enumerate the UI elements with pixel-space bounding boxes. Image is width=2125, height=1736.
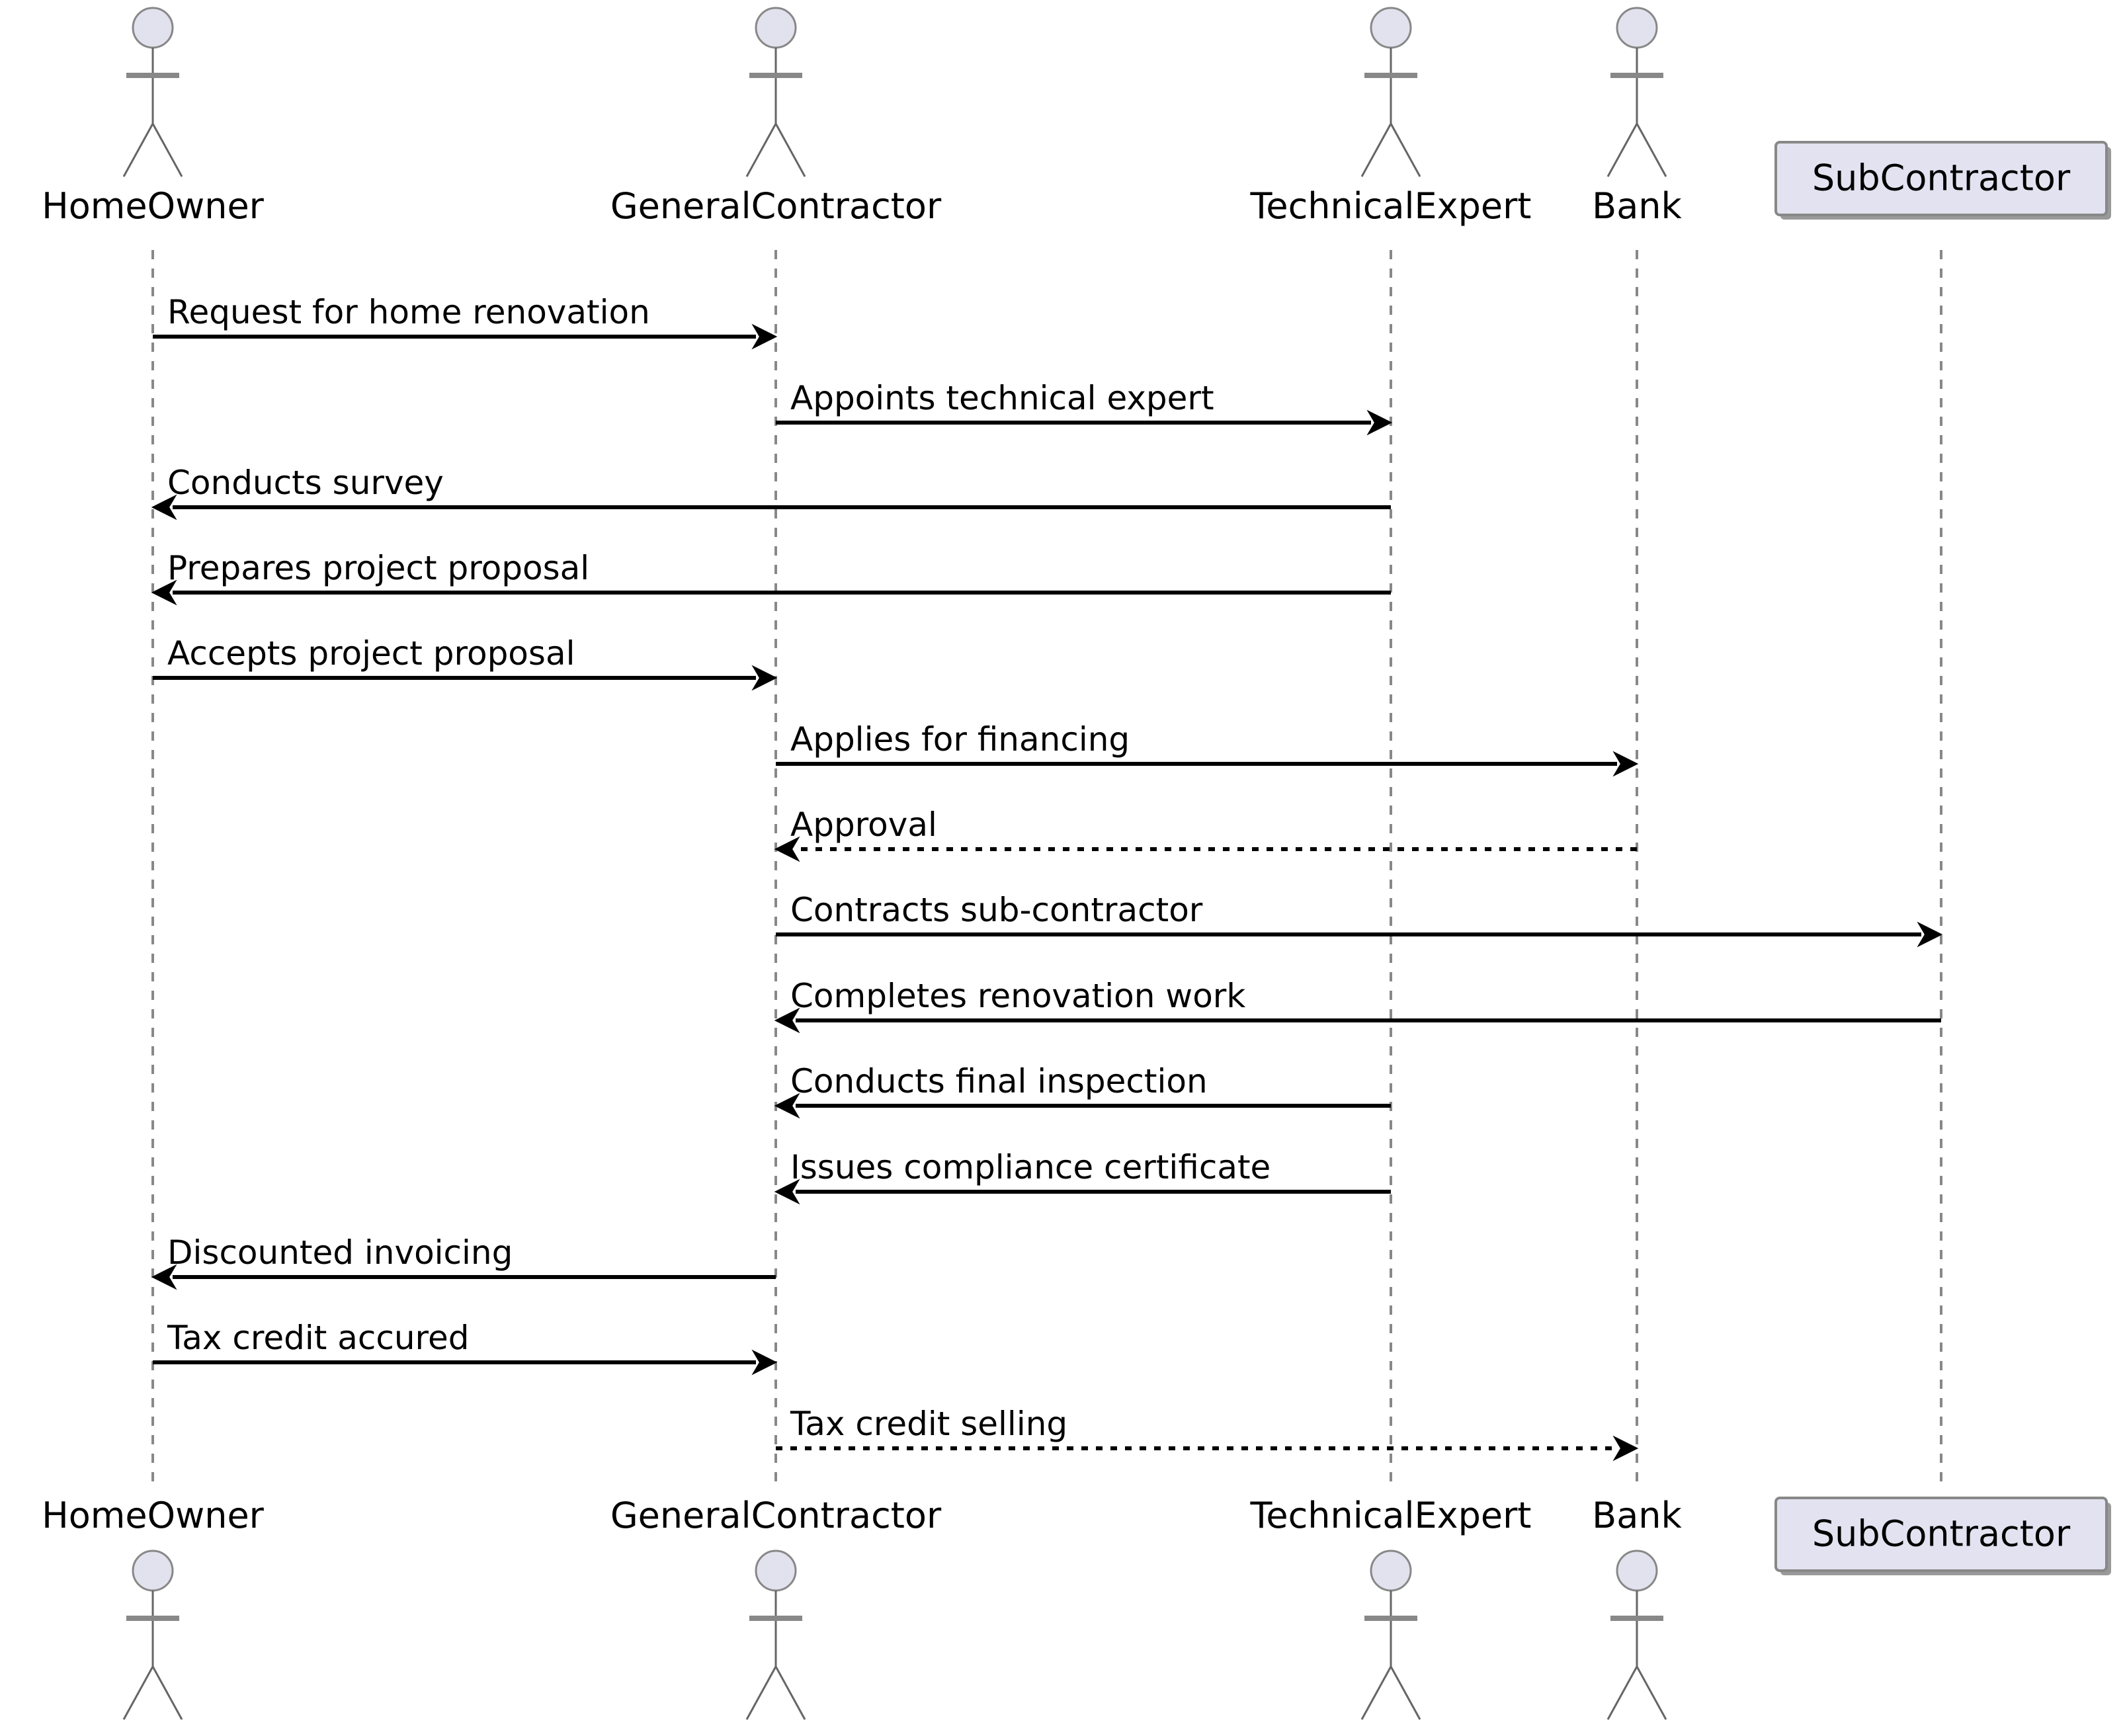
actor-leg-right-icon xyxy=(774,1666,806,1720)
message-4[interactable]: Prepares project proposal xyxy=(151,549,1391,606)
actor-leg-left-icon xyxy=(122,1666,154,1720)
actors-bottom-layer: HomeOwner GeneralContractor TechnicalExper… xyxy=(42,1495,2111,1720)
actor-bottom-homeowner[interactable] xyxy=(122,1550,183,1720)
actor-leg-right-icon xyxy=(1636,123,1667,177)
actor-top-generalcontractor[interactable] xyxy=(745,7,806,177)
message-arrowhead-icon xyxy=(774,836,800,862)
message-arrowhead-icon xyxy=(151,1264,177,1290)
message-label: Approval xyxy=(790,806,937,844)
actor-bottom-label-bank: Bank xyxy=(1592,1495,1682,1536)
message-12[interactable]: Discounted invoicing xyxy=(151,1233,776,1290)
participant-bottom-subcontractor[interactable]: SubContractor xyxy=(1774,1497,2111,1575)
message-label: Discounted invoicing xyxy=(167,1233,513,1272)
message-6[interactable]: Applies for financing xyxy=(776,720,1639,777)
message-10[interactable]: Conducts final inspection xyxy=(774,1062,1391,1119)
message-label: Tax credit selling xyxy=(790,1405,1067,1443)
message-5[interactable]: Accepts project proposal xyxy=(153,634,778,691)
message-arrowhead-icon xyxy=(751,1349,778,1376)
message-label: Conducts survey xyxy=(167,464,444,502)
actor-leg-right-icon xyxy=(1390,1666,1421,1720)
actor-head-icon xyxy=(1370,7,1412,49)
message-arrowhead-icon xyxy=(151,579,177,606)
message-label: Appoints technical expert xyxy=(790,379,1214,417)
message-label: Completes renovation work xyxy=(790,977,1245,1015)
participant-label: SubContractor xyxy=(1812,157,2071,199)
participant-top-subcontractor[interactable]: SubContractor xyxy=(1774,141,2111,220)
message-8[interactable]: Contracts sub-contractor xyxy=(776,891,1943,948)
actor-leg-left-icon xyxy=(1606,1666,1638,1720)
actor-head-icon xyxy=(755,7,797,49)
message-arrowhead-icon xyxy=(1366,409,1393,436)
message-arrowhead-icon xyxy=(151,494,177,520)
message-label: Request for home renovation xyxy=(167,293,650,331)
actor-head-icon xyxy=(132,1550,174,1592)
actor-leg-left-icon xyxy=(1360,123,1392,177)
message-14[interactable]: Tax credit selling xyxy=(776,1405,1639,1462)
message-13[interactable]: Tax credit accured xyxy=(153,1319,778,1376)
actor-head-icon xyxy=(132,7,174,49)
actor-leg-left-icon xyxy=(1606,123,1638,177)
message-1[interactable]: Request for home renovation xyxy=(153,293,778,350)
actors-top-layer: HomeOwner GeneralContractor TechnicalExper… xyxy=(42,7,2111,227)
message-arrowhead-icon xyxy=(751,665,778,691)
message-arrowhead-icon xyxy=(1612,751,1639,777)
actor-top-homeowner[interactable] xyxy=(122,7,183,177)
message-7[interactable]: Approval xyxy=(774,806,1637,862)
actor-leg-left-icon xyxy=(1360,1666,1392,1720)
message-arrowhead-icon xyxy=(751,323,778,350)
actor-top-label-homeowner: HomeOwner xyxy=(42,185,265,227)
actor-leg-right-icon xyxy=(1636,1666,1667,1720)
message-2[interactable]: Appoints technical expert xyxy=(776,379,1393,436)
participant-box xyxy=(1774,141,2108,216)
message-arrowhead-icon xyxy=(1917,921,1943,948)
message-arrowhead-icon xyxy=(774,1007,800,1034)
message-11[interactable]: Issues compliance certificate xyxy=(774,1148,1391,1205)
actor-top-technicalexpert[interactable] xyxy=(1360,7,1421,177)
actor-bottom-label-generalcontractor: GeneralContractor xyxy=(610,1495,942,1536)
actor-head-icon xyxy=(1370,1550,1412,1592)
actor-head-icon xyxy=(755,1550,797,1592)
actor-bottom-label-homeowner: HomeOwner xyxy=(42,1495,265,1536)
actor-bottom-technicalexpert[interactable] xyxy=(1360,1550,1421,1720)
message-label: Conducts final inspection xyxy=(790,1062,1208,1100)
message-label: Accepts project proposal xyxy=(167,634,575,673)
message-label: Contracts sub-contractor xyxy=(790,891,1203,929)
actor-leg-left-icon xyxy=(745,123,777,177)
actor-bottom-bank[interactable] xyxy=(1606,1550,1667,1720)
actor-top-label-generalcontractor: GeneralContractor xyxy=(610,185,942,227)
lifelines-layer xyxy=(151,250,1942,1488)
message-arrowhead-icon xyxy=(1612,1435,1639,1462)
actor-leg-right-icon xyxy=(1390,123,1421,177)
message-label: Tax credit accured xyxy=(167,1319,470,1357)
actor-bottom-generalcontractor[interactable] xyxy=(745,1550,806,1720)
message-label: Applies for financing xyxy=(790,720,1130,759)
message-arrowhead-icon xyxy=(774,1178,800,1205)
actor-top-label-bank: Bank xyxy=(1592,185,1682,227)
participant-box xyxy=(1774,1497,2108,1572)
actor-bottom-label-technicalexpert: TechnicalExpert xyxy=(1250,1495,1532,1536)
actor-leg-right-icon xyxy=(774,123,806,177)
message-9[interactable]: Completes renovation work xyxy=(774,977,1941,1034)
message-arrowhead-icon xyxy=(774,1093,800,1119)
actor-head-icon xyxy=(1616,1550,1658,1592)
actor-leg-left-icon xyxy=(745,1666,777,1720)
actor-head-icon xyxy=(1616,7,1658,49)
actor-top-label-technicalexpert: TechnicalExpert xyxy=(1250,185,1532,227)
actor-top-bank[interactable] xyxy=(1606,7,1667,177)
actor-leg-left-icon xyxy=(122,123,154,177)
message-label: Issues compliance certificate xyxy=(790,1148,1271,1186)
participant-label: SubContractor xyxy=(1812,1513,2071,1555)
message-label: Prepares project proposal xyxy=(167,549,589,587)
actor-leg-right-icon xyxy=(151,123,183,177)
message-3[interactable]: Conducts survey xyxy=(151,464,1391,520)
actor-leg-right-icon xyxy=(151,1666,183,1720)
